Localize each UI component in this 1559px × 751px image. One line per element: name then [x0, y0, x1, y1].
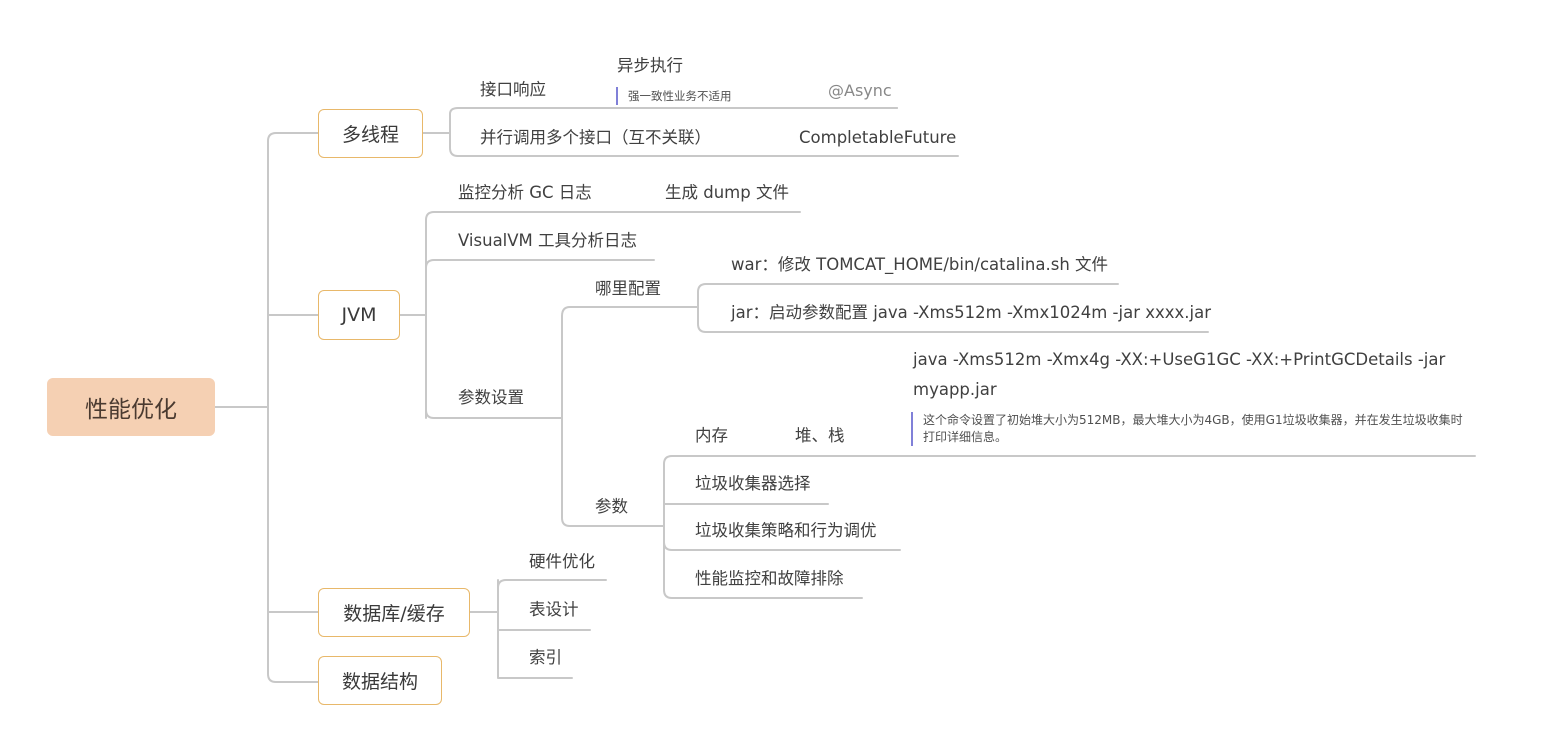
node-jvm[interactable]: JVM	[318, 290, 400, 340]
db-table	[497, 579, 573, 679]
ps-params	[561, 417, 665, 527]
mt-top	[449, 107, 898, 115]
node-parallel-call[interactable]: 并行调用多个接口（互不关联）	[480, 128, 711, 147]
mt-bracket	[449, 113, 959, 157]
async-note: 强一致性业务不适用	[616, 87, 732, 105]
ps-bracket	[561, 306, 699, 419]
node-async-exec[interactable]: 异步执行	[617, 56, 683, 75]
node-jar-config[interactable]: jar：启动参数配置 java -Xms512m -Xmx1024m -jar …	[731, 303, 1211, 322]
node-cmd-line2[interactable]: myapp.jar	[913, 380, 997, 399]
node-visualvm[interactable]: VisualVM 工具分析日志	[458, 231, 638, 250]
node-perf-monitor[interactable]: 性能监控和故障排除	[695, 569, 844, 588]
node-where-config[interactable]: 哪里配置	[595, 279, 661, 298]
node-hardware[interactable]: 硬件优化	[529, 552, 595, 571]
jvm-params-underline	[425, 409, 563, 419]
where-jar	[697, 306, 1209, 333]
node-dump[interactable]: 生成 dump 文件	[665, 183, 789, 202]
annotation-completablefuture: CompletableFuture	[799, 128, 957, 147]
node-database[interactable]: 数据库/缓存	[318, 588, 470, 637]
node-war-config[interactable]: war：修改 TOMCAT_HOME/bin/catalina.sh 文件	[731, 255, 1109, 274]
root-node[interactable]: 性能优化	[47, 378, 215, 436]
where-war	[697, 283, 1119, 308]
node-param-settings[interactable]: 参数设置	[458, 388, 524, 407]
node-heap-stack[interactable]: 堆、栈	[795, 426, 845, 445]
node-index[interactable]: 索引	[529, 648, 562, 667]
node-gc-tuning[interactable]: 垃圾收集策略和行为调优	[695, 521, 877, 540]
node-datastructure[interactable]: 数据结构	[318, 656, 442, 705]
node-cmd-line1[interactable]: java -Xms512m -Xmx4g -XX:+UseG1GC -XX:+P…	[913, 350, 1446, 369]
annotation-async: @Async	[828, 81, 892, 100]
node-interface-response[interactable]: 接口响应	[480, 80, 546, 99]
node-table-design[interactable]: 表设计	[529, 600, 579, 619]
jvm-visualvm	[425, 259, 655, 269]
node-memory[interactable]: 内存	[695, 426, 728, 445]
params-memory	[663, 455, 1476, 527]
trunk-multithread	[267, 132, 319, 683]
jvm-bracket	[425, 211, 801, 419]
node-params[interactable]: 参数	[595, 497, 628, 516]
db-bracket	[497, 579, 607, 589]
node-multithread[interactable]: 多线程	[318, 109, 423, 158]
node-gc-log[interactable]: 监控分析 GC 日志	[458, 183, 592, 202]
params-monitor	[663, 525, 863, 599]
cmd-note: 这个命令设置了初始堆大小为512MB，最大堆大小为4GB，使用G1垃圾收集器，并…	[911, 412, 1466, 446]
node-gc-select[interactable]: 垃圾收集器选择	[695, 474, 811, 493]
